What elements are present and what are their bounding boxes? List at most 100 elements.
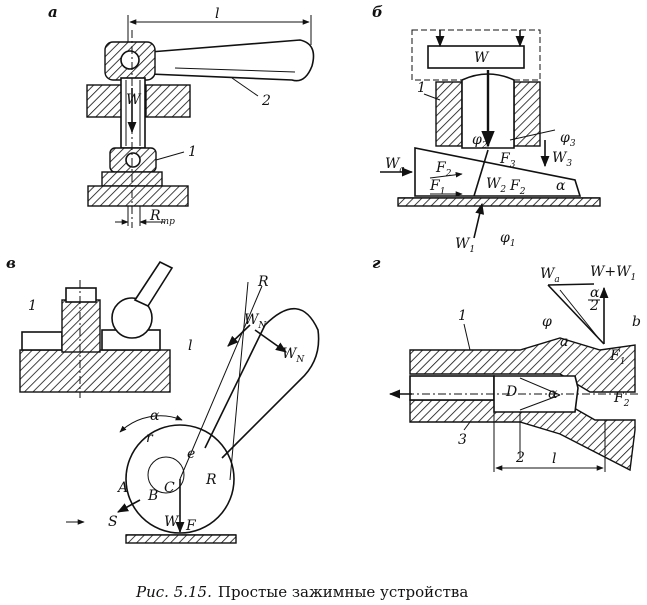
screw-hub-pin	[120, 50, 140, 70]
eccentric-handle	[204, 307, 320, 459]
body-left	[86, 84, 123, 118]
panel-b: б W 1 φ2 φ3 F3 W3 Wa F2 F1 W2 F2 α W1 φ	[372, 3, 601, 255]
clamp-ball	[125, 152, 141, 168]
w1-arrow	[473, 202, 485, 239]
dim-l-label: l	[215, 6, 219, 22]
r-top-label: R	[257, 274, 269, 290]
wa-label: Wa	[385, 156, 405, 175]
f3-label: F3	[499, 151, 516, 170]
wa-line-g	[547, 284, 605, 345]
cone-line-2	[519, 394, 561, 411]
phi-label-g: φ	[542, 314, 552, 330]
b-label-g: b	[632, 314, 641, 330]
screw-shank	[120, 77, 146, 149]
f1-label-g: F1	[609, 348, 625, 367]
dim-r-label: Rтр	[149, 208, 175, 227]
part-1-label-b: 1	[417, 80, 426, 96]
phi-line	[559, 289, 601, 341]
part-1-label-v: 1	[28, 298, 37, 314]
part-2-leader	[231, 77, 259, 97]
wsum-label: W+W1	[590, 264, 636, 283]
f2-arrow	[429, 172, 463, 179]
part-3-leader-g	[463, 421, 471, 431]
wn2-label: WN	[282, 346, 305, 365]
phi2-label: φ2	[472, 132, 488, 151]
table	[87, 185, 189, 207]
clamp-bar	[427, 45, 525, 69]
guide-left	[435, 81, 463, 147]
guide-right	[513, 81, 541, 147]
r-mid-label: R	[205, 472, 217, 488]
ground-v-hatch	[125, 534, 237, 544]
alpha-v-label: α	[150, 408, 160, 424]
r-line	[179, 285, 263, 480]
w3-label: W3	[552, 150, 572, 169]
s-label: S	[108, 514, 118, 530]
r-line-2	[229, 281, 249, 481]
s-arrow	[117, 499, 141, 513]
f1-label: F1	[429, 178, 445, 197]
part-1-leader	[155, 151, 185, 161]
alpha-b-label: α	[556, 178, 566, 194]
c-label: C	[164, 480, 175, 496]
ground-b-hatch	[397, 197, 601, 207]
eccentric-axle	[147, 456, 185, 494]
wn1-label: WN	[244, 312, 267, 331]
f2-label: F2	[435, 160, 452, 179]
panel-g-label: г	[372, 254, 381, 272]
panel-v: в 1 R WN WN l α r e R A B C S W F	[6, 254, 320, 544]
w2-label: W2	[486, 176, 506, 195]
panel-v-label: в	[6, 254, 16, 272]
a-label-g: a	[560, 334, 568, 350]
part-1-leader-g	[463, 323, 471, 351]
w-label-v: W	[164, 514, 180, 530]
d-label: D	[505, 384, 517, 400]
phi3-leader	[509, 129, 556, 141]
panel-a: а l 2 W 1 Rтр	[48, 3, 315, 228]
part-1-label: 1	[188, 144, 197, 160]
length-v-label: l	[188, 338, 192, 354]
part-3-label-g: 3	[458, 432, 467, 448]
panel-g: г Wa W+W1 α 2 φ b 1 a F1 D α F2 3	[372, 254, 641, 472]
base-v	[19, 349, 171, 393]
alpha-half-top: α	[590, 285, 600, 301]
wa-label-g: Wa	[540, 266, 560, 285]
r-small-label: r	[146, 430, 154, 446]
w1-label: W1	[455, 236, 475, 255]
phi1-label: φ1	[500, 230, 516, 249]
body-right	[145, 84, 191, 118]
figure-caption: Рис. 5.15.Простые зажимные устройства	[135, 583, 468, 601]
alpha-arc	[119, 415, 183, 433]
lever-handle	[149, 39, 315, 82]
upper-body	[409, 337, 636, 393]
block-v-left	[21, 331, 63, 351]
rod	[409, 375, 495, 401]
panel-a-label: а	[48, 3, 58, 21]
a-label: A	[116, 480, 128, 496]
part-2-label: 2	[261, 93, 271, 109]
alpha-g-label: α	[548, 386, 558, 402]
wn-arrow-1	[227, 324, 251, 347]
f2-label-g: F2	[613, 390, 630, 409]
wn-arrow-2	[254, 329, 287, 353]
top-line-g	[547, 283, 595, 286]
b-label: B	[147, 488, 158, 504]
phi3-label: φ3	[560, 130, 576, 149]
small-handle	[133, 260, 174, 308]
eccentric-small	[111, 297, 153, 339]
length-g-label: l	[552, 451, 556, 467]
w2-line	[473, 149, 489, 197]
lever-handle-edge	[174, 67, 296, 73]
part-1-leader-b	[423, 93, 441, 101]
force-w-label-b: W	[474, 50, 490, 66]
cone-line-1	[519, 377, 561, 396]
alpha-half-bot: 2	[589, 298, 599, 314]
block-v-mid	[61, 299, 101, 353]
part-2-label-g: 2	[515, 450, 525, 466]
part-1-label-g: 1	[458, 308, 467, 324]
fixture-outline	[411, 29, 541, 81]
f-label-v: F	[185, 518, 197, 534]
f2b-label: F2	[509, 178, 526, 197]
block-v-nut	[65, 287, 97, 303]
